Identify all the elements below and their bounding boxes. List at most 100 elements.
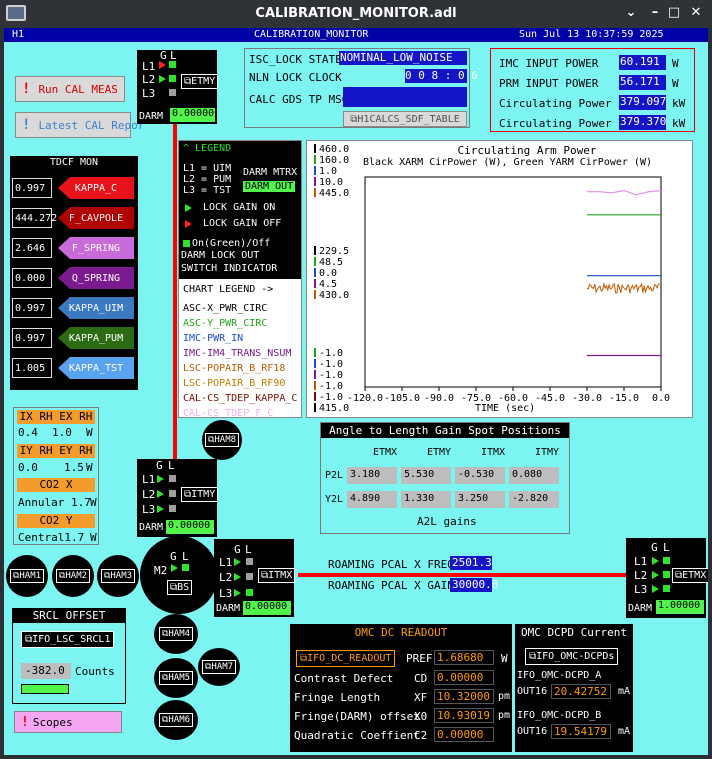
co2y-label: CO2 Y [17, 514, 95, 528]
y-axis-color-mark [314, 188, 316, 197]
chevron-down-icon[interactable]: ⌄ [625, 5, 637, 20]
lock-gain-on-indicator [234, 558, 241, 566]
y-tick-label: 48.5 [319, 257, 343, 268]
y-axis-color-mark [314, 155, 316, 164]
site-label: H1 [12, 29, 25, 40]
omc-row-value: 0.00000 [434, 727, 494, 742]
scopes-button[interactable]: ! Scopes [14, 711, 122, 733]
sdf-table-button[interactable]: ⧉H1CALCS_SDF_TABLE [343, 111, 467, 127]
chart-subtitle: Black XARM CirPower (W), Green YARM CirP… [363, 157, 652, 168]
chart-title: Circulating Arm Power [457, 144, 597, 157]
a2l-cell: -2.820 [509, 491, 559, 508]
a2l-col-header: ITMY [535, 447, 560, 458]
run-cal-meas-button[interactable]: ! Run CAL MEAS [15, 76, 125, 102]
legend-item: ASC-Y_PWR_CIRC [183, 318, 268, 329]
legend-item: LSC-POPAIR_B_RF90 [183, 378, 286, 389]
power-row-unit: kW [672, 117, 686, 130]
chart-plot: -120.0-105.0-90.0-75.0-60.0-45.0-30.0-15… [314, 144, 670, 414]
power-row-value: 379.370 [619, 115, 667, 130]
omc-row-label: Contrast Defect [294, 672, 394, 685]
omc-dcpd-panel: OMC DCPD Current ⧉IFO_OMC-DCPDs IFO_OMC-… [515, 624, 633, 752]
legend-item: ASC-X_PWR_CIRC [183, 303, 268, 314]
itmy-button[interactable]: ⧉ITMY [181, 487, 219, 502]
lock-gain-off-icon [185, 220, 192, 228]
y-tick-label: 460.0 [319, 144, 349, 155]
latest-cal-report-button[interactable]: ! Latest CAL Repor [15, 112, 144, 138]
beam-line-horizontal-x [298, 573, 628, 577]
switch-indicator [169, 475, 176, 482]
ham6-button[interactable]: ⧉HAM6 [158, 713, 194, 727]
srcl-button[interactable]: ⧉IFO_LSC_SRCL1 [21, 631, 115, 648]
a2l-title: Angle to Length Gain Spot Positions [321, 423, 569, 438]
chart-series-line [586, 282, 660, 295]
power-row-value: 56.171 [619, 75, 666, 90]
app-icon [6, 5, 26, 21]
etmy-button[interactable]: ⧉ETMY [181, 74, 219, 89]
alert-icon: ! [22, 81, 31, 97]
ham5-chamber: ⧉HAM5 [154, 658, 198, 698]
omc-row-value: 0.00000 [434, 670, 494, 685]
minimize-icon[interactable]: – [651, 5, 659, 20]
lock-gain-on-indicator [157, 475, 164, 483]
itmx-button[interactable]: ⧉ITMX [258, 568, 296, 583]
ham7-button[interactable]: ⧉HAM7 [201, 660, 237, 674]
ham3-button[interactable]: ⧉HAM3 [100, 569, 136, 583]
x-tick-label: -45.0 [535, 393, 565, 404]
isc-state-value: NOMINAL_LOW_NOISE [339, 51, 467, 65]
switch-indicator [182, 564, 189, 571]
itmy-darm-value: 0.00000 [166, 520, 214, 534]
datetime: Sun Jul 13 10:37:59 2025 [519, 29, 664, 40]
tdcf-arrow-label: KAPPA_TST [58, 357, 134, 379]
power-row-unit: W [672, 77, 679, 90]
co2x-label: CO2 X [17, 478, 95, 492]
close-icon[interactable]: ✕ [690, 5, 702, 20]
lock-gain-on-indicator [652, 585, 659, 593]
a2l-panel: Angle to Length Gain Spot Positions ETMX… [320, 422, 570, 534]
window-titlebar: CALIBRATION_MONITOR.adl ⌄ – □ ✕ [0, 0, 712, 28]
ham4-button[interactable]: ⧉HAM4 [158, 627, 194, 641]
legend-item: LSC-POPAIR_B_RF18 [183, 363, 286, 374]
x-tick-label: -60.0 [498, 393, 528, 404]
ham8-chamber: ⧉HAM8 [202, 420, 242, 460]
y-axis-color-mark [314, 348, 316, 357]
dcpd-button[interactable]: ⧉IFO_OMC-DCPDs [525, 648, 619, 665]
switch-indicator [663, 557, 670, 564]
switch-on-icon [183, 240, 190, 247]
bs-button[interactable]: ⧉BS [167, 580, 193, 595]
ham3-chamber: ⧉HAM3 [97, 555, 139, 597]
y-axis-color-mark [314, 381, 316, 390]
a2l-cell: 4.890 [347, 491, 397, 508]
ham8-button[interactable]: ⧉HAM8 [204, 433, 240, 447]
power-row-value: 60.191 [619, 55, 666, 70]
iy-rh-label: IY RH EY RH [17, 444, 95, 458]
ham2-button[interactable]: ⧉HAM2 [55, 569, 91, 583]
omc-row-symbol: CD [414, 672, 428, 685]
circulating-power-chart: Circulating Arm Power Black XARM CirPowe… [306, 140, 693, 418]
maximize-icon[interactable]: □ [667, 5, 681, 20]
power-row-unit: kW [672, 97, 686, 110]
alert-icon: ! [21, 714, 29, 730]
switch-indicator [663, 585, 670, 592]
y-tick-label: -1.0 [319, 381, 343, 392]
tdcf-value: 2.646 [12, 238, 52, 258]
ham5-button[interactable]: ⧉HAM5 [158, 671, 194, 685]
a2l-footer: A2L gains [417, 515, 477, 528]
darm-out-legend: DARM OUT [243, 181, 296, 192]
y-axis-color-mark [314, 370, 316, 379]
power-row-value: 379.097 [619, 95, 667, 110]
dcpd-b-value: 19.54179 [551, 724, 611, 739]
lock-gain-off-indicator [159, 61, 166, 69]
a2l-cell: 0.080 [509, 467, 559, 484]
omc-readout-button[interactable]: ⧉IFO_DC_READOUT [296, 650, 396, 667]
x-tick-label: -75.0 [461, 393, 491, 404]
power-row-label: PRM INPUT POWER [499, 77, 599, 90]
etmx-button[interactable]: ⧉ETMX [672, 568, 708, 583]
x-tick-label: 0.0 [652, 393, 670, 404]
switch-indicator [246, 558, 253, 565]
lock-gain-on-icon [185, 204, 192, 212]
ham1-button[interactable]: ⧉HAM1 [9, 569, 45, 583]
ham4-chamber: ⧉HAM4 [154, 614, 198, 654]
a2l-cell: 1.330 [401, 491, 451, 508]
nln-lock-clock-value: 0 0 8 : 0 6 [405, 69, 478, 83]
